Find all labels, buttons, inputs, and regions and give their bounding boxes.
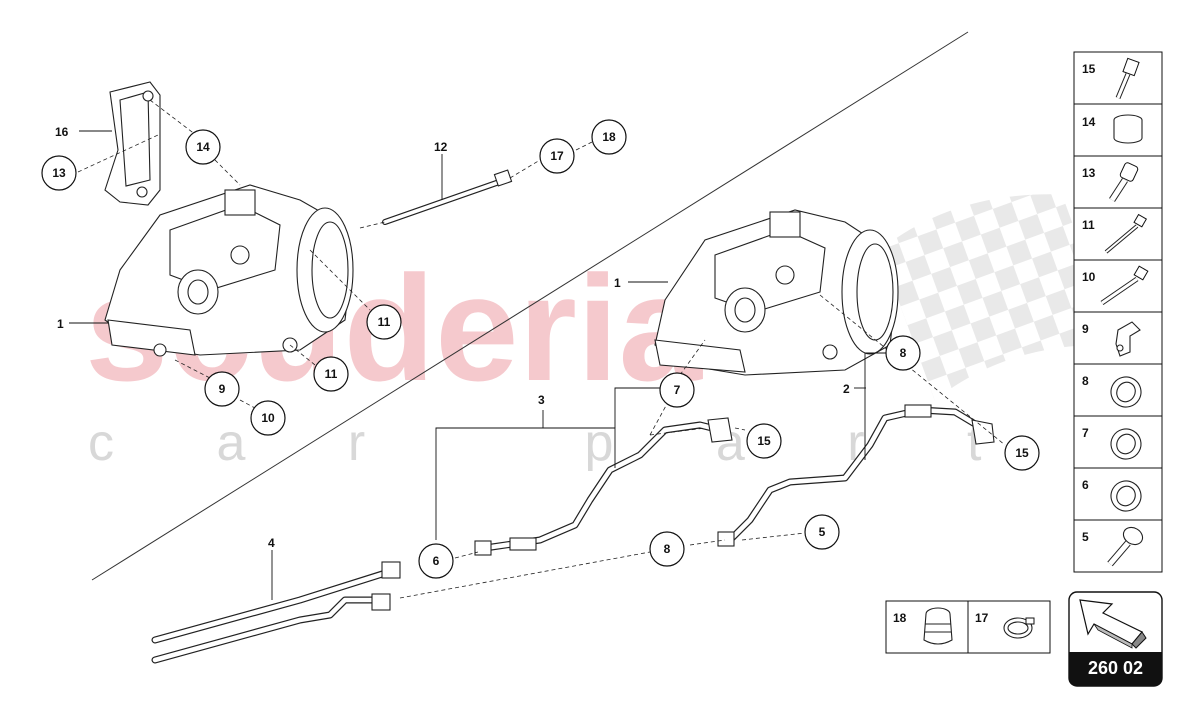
svg-text:15: 15 xyxy=(1082,62,1096,76)
svg-text:14: 14 xyxy=(196,140,210,154)
seal-ring-icon xyxy=(1110,376,1142,408)
callout-8-upper[interactable]: 8 xyxy=(885,335,921,371)
divider-line xyxy=(91,31,969,581)
sidebar-parts-table: 15 14 13 xyxy=(1073,51,1163,573)
pipe-2 xyxy=(717,404,995,547)
svg-text:5: 5 xyxy=(819,525,826,539)
svg-text:6: 6 xyxy=(1082,478,1089,492)
svg-text:17: 17 xyxy=(975,611,989,625)
callout-15-right[interactable]: 15 xyxy=(1004,435,1040,471)
sidebar-cell-9[interactable]: 9 xyxy=(1073,311,1163,365)
svg-text:17: 17 xyxy=(550,149,564,163)
label-2: 2 xyxy=(843,382,850,396)
callout-6[interactable]: 6 xyxy=(418,543,454,579)
compressor-right xyxy=(654,209,899,376)
compressor-left xyxy=(104,184,354,357)
svg-text:13: 13 xyxy=(1082,166,1096,180)
sidebar-cell-7[interactable]: 7 xyxy=(1073,415,1163,469)
diagram-nav-box[interactable]: 260 02 xyxy=(1068,591,1163,687)
clip-icon xyxy=(1115,321,1141,357)
long-bolt-icon xyxy=(1104,213,1148,254)
callout-9[interactable]: 9 xyxy=(204,371,240,407)
label-4: 4 xyxy=(268,536,275,550)
diagram-code: 260 02 xyxy=(1088,658,1143,678)
svg-text:8: 8 xyxy=(900,346,907,360)
callout-11-upper[interactable]: 11 xyxy=(366,304,402,340)
socket-screw-icon xyxy=(1109,162,1139,202)
accessory-cell-17[interactable]: 17 xyxy=(967,600,1051,654)
sidebar-cell-5[interactable]: 5 xyxy=(1073,519,1163,573)
hex-bolt-icon xyxy=(1100,265,1149,306)
svg-text:5: 5 xyxy=(1082,530,1089,544)
sidebar-cell-14[interactable]: 14 xyxy=(1073,103,1163,157)
hose-clamp-icon xyxy=(1003,617,1035,639)
svg-text:9: 9 xyxy=(1082,322,1089,336)
bolt-icon xyxy=(1115,57,1140,99)
svg-text:14: 14 xyxy=(1082,115,1096,129)
svg-text:10: 10 xyxy=(1082,270,1096,284)
label-3: 3 xyxy=(538,393,545,407)
label-12: 12 xyxy=(434,140,448,154)
arrow-up-left-icon xyxy=(1079,599,1147,649)
svg-text:15: 15 xyxy=(757,434,771,448)
svg-text:13: 13 xyxy=(52,166,66,180)
long-bolt xyxy=(382,169,513,225)
callout-15-middle[interactable]: 15 xyxy=(746,423,782,459)
sidebar-cell-6[interactable]: 6 xyxy=(1073,467,1163,521)
callout-14[interactable]: 14 xyxy=(185,129,221,165)
compressor-bracket xyxy=(104,81,161,206)
svg-text:11: 11 xyxy=(325,367,338,381)
svg-text:11: 11 xyxy=(1082,218,1095,232)
sleeve-icon xyxy=(1113,114,1143,144)
pipe-3 xyxy=(474,417,733,556)
svg-text:7: 7 xyxy=(674,383,681,397)
svg-text:18: 18 xyxy=(602,130,616,144)
pipe-4 xyxy=(151,561,401,664)
svg-text:11: 11 xyxy=(378,315,391,329)
accessory-cell-18[interactable]: 18 xyxy=(885,600,969,654)
label-16: 16 xyxy=(55,125,69,139)
svg-text:8: 8 xyxy=(1082,374,1089,388)
grommet-icon xyxy=(923,607,953,645)
button-screw-icon xyxy=(1107,526,1144,567)
seal-ring-icon xyxy=(1110,480,1142,512)
sidebar-cell-11[interactable]: 11 xyxy=(1073,207,1163,261)
callout-7[interactable]: 7 xyxy=(659,372,695,408)
label-1-left: 1 xyxy=(57,317,64,331)
sidebar-cell-13[interactable]: 13 xyxy=(1073,155,1163,209)
callout-17[interactable]: 17 xyxy=(539,138,575,174)
callout-10[interactable]: 10 xyxy=(250,400,286,436)
sidebar-cell-10[interactable]: 10 xyxy=(1073,259,1163,313)
callout-13[interactable]: 13 xyxy=(41,155,77,191)
svg-text:9: 9 xyxy=(219,382,226,396)
svg-text:15: 15 xyxy=(1015,446,1029,460)
label-1-right: 1 xyxy=(614,276,621,290)
svg-text:18: 18 xyxy=(893,611,907,625)
svg-text:8: 8 xyxy=(664,542,671,556)
svg-text:10: 10 xyxy=(261,411,275,425)
checkered-flag-watermark xyxy=(880,194,1117,401)
callout-18[interactable]: 18 xyxy=(591,119,627,155)
svg-text:7: 7 xyxy=(1082,426,1089,440)
callout-5[interactable]: 5 xyxy=(804,514,840,550)
sidebar-cell-8[interactable]: 8 xyxy=(1073,363,1163,417)
seal-ring-icon xyxy=(1110,428,1142,460)
sidebar-cell-15[interactable]: 15 xyxy=(1073,51,1163,105)
leader-lines xyxy=(69,99,1006,600)
callout-11-lower[interactable]: 11 xyxy=(313,356,349,392)
svg-text:6: 6 xyxy=(433,554,440,568)
callout-8-lower[interactable]: 8 xyxy=(649,531,685,567)
accessory-parts-table: 18 17 xyxy=(885,600,1051,654)
